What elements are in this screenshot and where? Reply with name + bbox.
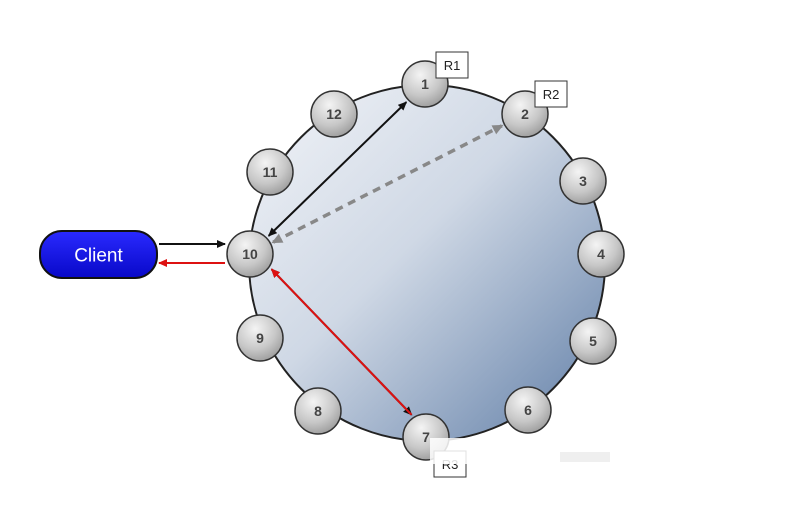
watermark-smudge [430, 438, 660, 464]
hash-ring [248, 84, 606, 442]
replica-tag-r1-label: R1 [444, 58, 461, 73]
client-box[interactable] [39, 230, 158, 279]
replica-tag-r1-box [435, 51, 469, 79]
ring-node-2-label: 2 [521, 106, 529, 122]
ring-node-9-label: 9 [256, 330, 264, 346]
client-label: Client [74, 246, 123, 267]
ring-node-4-circle[interactable] [577, 230, 625, 278]
ring-node-1-label: 1 [421, 76, 429, 92]
ring-node-8-label: 8 [314, 403, 322, 419]
ring-node-3-label: 3 [579, 173, 587, 189]
ring-node-11-circle[interactable] [246, 148, 294, 196]
ring-node-6[interactable]: 6 [504, 386, 552, 434]
replica-tag-r1: R1 [435, 51, 469, 79]
replica-tag-r2-label: R2 [543, 87, 560, 102]
ring-node-8-circle[interactable] [294, 387, 342, 435]
ring-node-12-label: 12 [326, 106, 342, 122]
ring-node-12-circle[interactable] [310, 90, 358, 138]
ring-node-7-label: 7 [422, 429, 430, 445]
edge-7-to-10 [270, 268, 413, 416]
ring-node-12[interactable]: 12 [310, 90, 358, 138]
ring-node-9[interactable]: 9 [236, 314, 284, 362]
ring-node-6-label: 6 [524, 402, 532, 418]
replica-tag-r2: R2 [534, 80, 568, 108]
ring-node-3-circle[interactable] [559, 157, 607, 205]
edge-10-to-2 [271, 124, 504, 244]
ring-node-11-label: 11 [263, 164, 278, 180]
ring-node-11[interactable]: 11 [246, 148, 294, 196]
ring-node-5[interactable]: 5 [569, 317, 617, 365]
watermark-smudge-2 [560, 452, 610, 462]
ring-node-10[interactable]: 10 [226, 230, 274, 278]
ring-node-3[interactable]: 3 [559, 157, 607, 205]
replica-tag-r2-box [534, 80, 568, 108]
ring-node-8[interactable]: 8 [294, 387, 342, 435]
ring-node-5-label: 5 [589, 333, 597, 349]
client-node[interactable]: Client [39, 230, 158, 279]
ring-node-9-circle[interactable] [236, 314, 284, 362]
edges [158, 101, 504, 416]
ring-node-4[interactable]: 4 [577, 230, 625, 278]
ring-node-4-label: 4 [597, 246, 605, 262]
ring-node-6-circle[interactable] [504, 386, 552, 434]
ring-node-10-circle[interactable] [226, 230, 274, 278]
ring-node-5-circle[interactable] [569, 317, 617, 365]
ring-node-10-label: 10 [242, 246, 258, 262]
